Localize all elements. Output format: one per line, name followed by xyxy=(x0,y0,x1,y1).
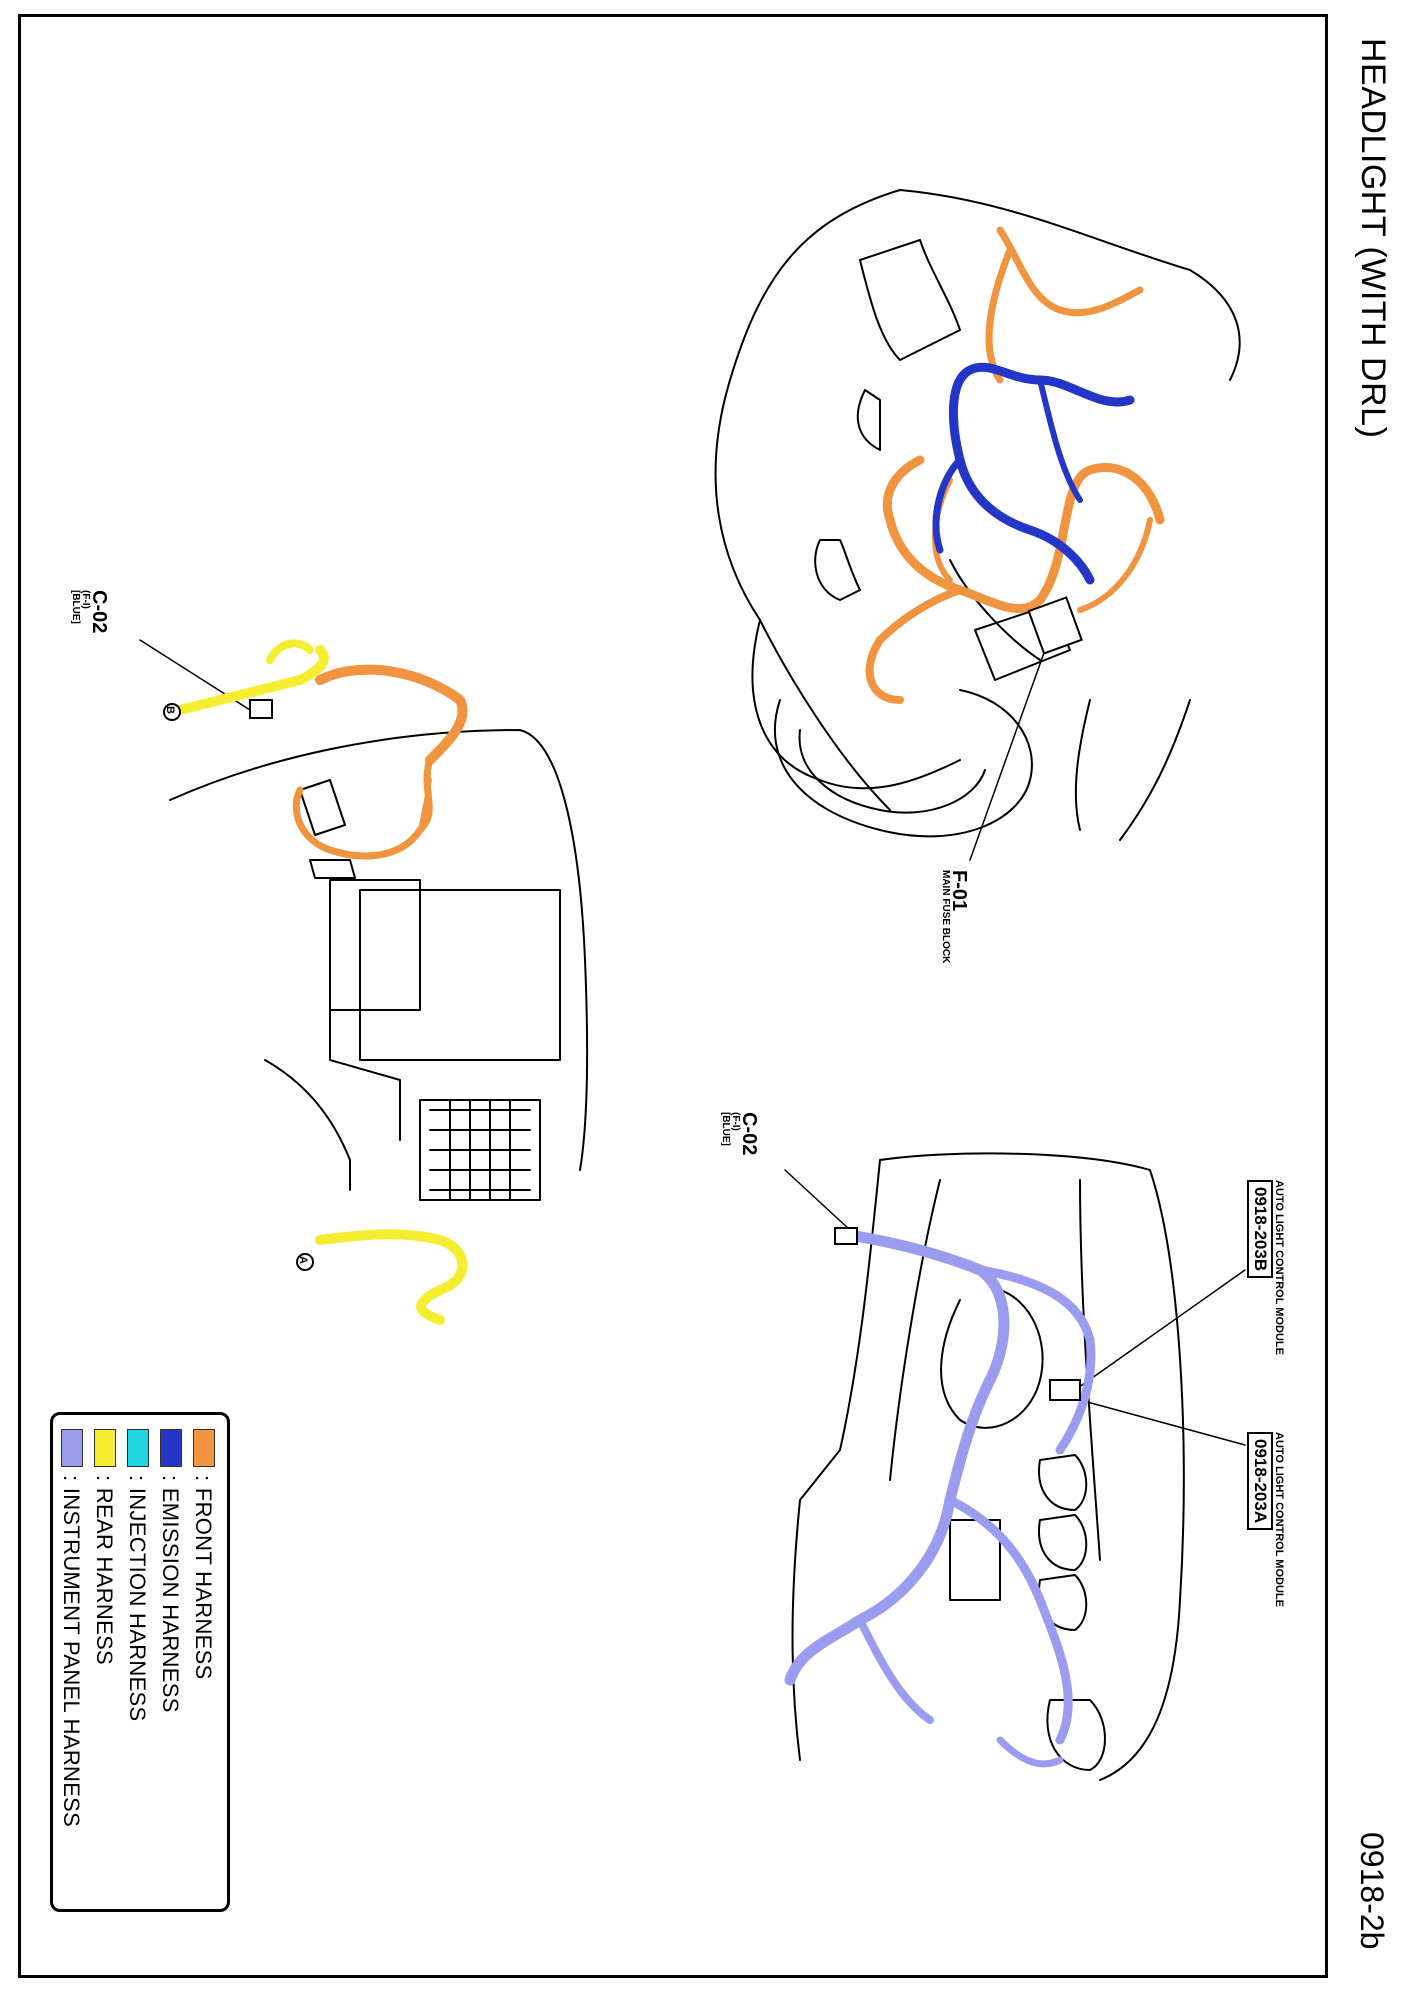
legend-label-rear: : REAR HARNESS xyxy=(92,1475,117,1666)
harness-legend: : FRONT HARNESS : EMISSION HARNESS : INJ… xyxy=(50,1412,230,1912)
module-b-leader xyxy=(1074,1269,1246,1391)
emission-harness-engine xyxy=(949,362,1135,585)
fuse-block-box xyxy=(974,604,1071,681)
instrument-harness xyxy=(784,1229,1010,1686)
vent-grille xyxy=(419,1099,541,1201)
rear-harness-b xyxy=(175,645,329,715)
c02-right-label: C-02 (F-I) [BLUE] xyxy=(720,1112,760,1156)
module-b-code: 0918-203B xyxy=(1247,1180,1273,1279)
legend-label-front: : FRONT HARNESS xyxy=(191,1475,216,1680)
module-a-label: AUTO LIGHT CONTROL MODULE 0918-203A xyxy=(1247,1432,1285,1607)
f01-code: F-01 xyxy=(948,870,970,912)
legend-swatch-rear xyxy=(94,1429,116,1467)
engine-bay-outline xyxy=(714,189,901,811)
engine-cover xyxy=(859,239,961,361)
module-b-desc: AUTO LIGHT CONTROL MODULE xyxy=(1273,1180,1285,1355)
front-harness-interior xyxy=(315,664,468,765)
rear-harness-a xyxy=(315,1229,468,1325)
legend-swatch-emission xyxy=(160,1429,182,1467)
legend-label-emission: : EMISSION HARNESS xyxy=(158,1475,183,1713)
front-harness-engine xyxy=(882,455,1165,614)
c02-right-leader xyxy=(784,1169,851,1231)
page-frame xyxy=(18,14,1328,1978)
f01-label: F-01 MAIN FUSE BLOCK xyxy=(940,870,970,964)
marker-b: B xyxy=(164,706,176,714)
marker-a: A xyxy=(297,1256,309,1264)
f01-desc: MAIN FUSE BLOCK xyxy=(940,870,951,964)
marker-b-circle xyxy=(163,703,181,721)
module-b-label: AUTO LIGHT CONTROL MODULE 0918-203B xyxy=(1247,1180,1285,1355)
c02-left-label: C-02 (F-I) [BLUE] xyxy=(70,590,110,634)
module-a-desc: AUTO LIGHT CONTROL MODULE xyxy=(1273,1432,1285,1607)
c02-left-sub2: [BLUE] xyxy=(70,590,81,624)
dash-outline xyxy=(169,729,589,1171)
marker-a-circle xyxy=(296,1253,314,1271)
instrument-panel-outline xyxy=(879,1152,1185,1781)
legend-label-injection: : INJECTION HARNESS xyxy=(125,1475,150,1722)
legend-swatch-injection xyxy=(127,1429,149,1467)
module-a-code: 0918-203A xyxy=(1247,1432,1273,1531)
c02-left-code: C-02 xyxy=(88,590,110,634)
c02-right-code: C-02 xyxy=(738,1112,760,1156)
wheel-arch xyxy=(774,689,1033,838)
f01-leader xyxy=(969,649,1046,861)
legend-swatch-instrument xyxy=(61,1429,83,1467)
legend-swatch-front xyxy=(193,1429,215,1467)
c02-right-sub2: [BLUE] xyxy=(720,1112,731,1146)
legend-label-instrument: : INSTRUMENT PANEL HARNESS xyxy=(59,1475,84,1828)
module-a-leader xyxy=(1079,1399,1246,1446)
